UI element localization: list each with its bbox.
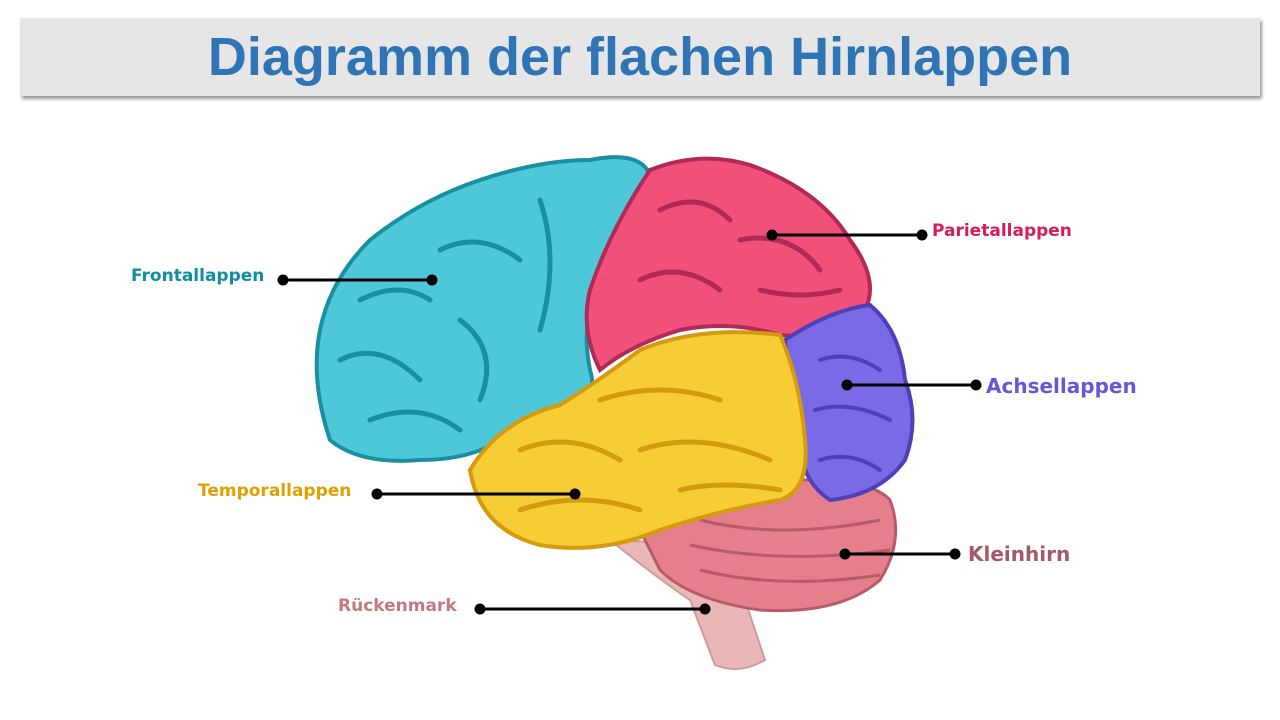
page-title: Diagramm der flachen Hirnlappen [207, 27, 1073, 87]
label-temporal-lobe: Temporallappen [198, 481, 352, 501]
label-cerebellum: Kleinhirn [968, 542, 1071, 566]
label-frontal-lobe: Frontallappen [131, 266, 265, 286]
label-parietal-lobe: Parietallappen [932, 221, 1072, 241]
title-bar: Diagramm der flachen Hirnlappen [20, 18, 1260, 96]
leader-lines [277, 229, 982, 615]
label-occipital-lobe: Achsellappen [986, 374, 1137, 398]
label-spinal-cord: Rückenmark [338, 596, 457, 616]
